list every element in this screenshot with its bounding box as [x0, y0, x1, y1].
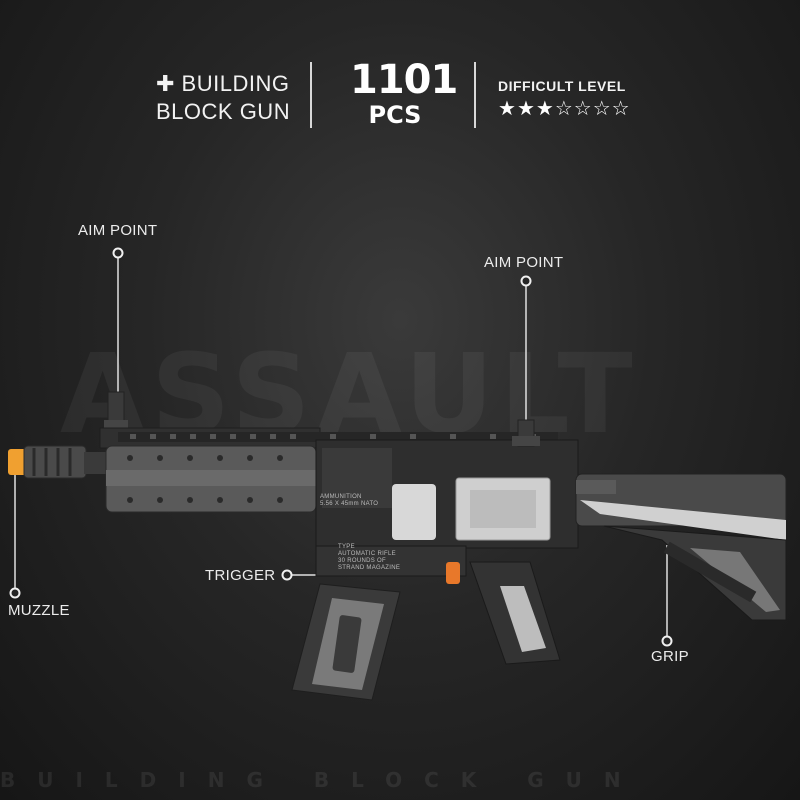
aim-point-rear-label: AIM POINT [484, 254, 564, 271]
ejection-port [392, 484, 436, 540]
difficulty-stars: ★★★☆☆☆☆ [498, 96, 631, 120]
footer-watermark: BUILDING BLOCK GUN [0, 768, 643, 792]
product-title-line-2: BLOCK GUN [156, 99, 291, 124]
ammunition-text: AMMUNITION 5.56 X 45mm NATO [320, 494, 379, 507]
piece-count-unit: PCS [368, 101, 422, 129]
star-filled-icon: ★ [535, 96, 555, 120]
muzzle-tip [8, 449, 26, 475]
star-empty-icon: ☆ [611, 96, 631, 120]
star-filled-icon: ★ [516, 96, 536, 120]
trigger-marker [281, 569, 293, 581]
difficulty-label: DIFFICULT LEVEL [498, 78, 626, 94]
star-filled-icon: ★ [498, 96, 517, 120]
star-empty-icon: ☆ [554, 96, 574, 120]
trigger-label: TRIGGER [205, 567, 276, 584]
type-text: TYPE AUTOMATIC RIFLE 30 ROUNDS OF STRAND… [338, 544, 401, 571]
aim-point-front-label: AIM POINT [78, 222, 158, 239]
aim-point-front-marker [112, 247, 124, 259]
grip-label: GRIP [651, 648, 689, 665]
star-empty-icon: ☆ [592, 96, 612, 120]
product-title-line-1: ✚ BUILDING [156, 71, 290, 96]
product-title: ✚ BUILDING BLOCK GUN [156, 70, 290, 126]
star-empty-icon: ☆ [573, 96, 593, 120]
difficulty-level: DIFFICULT LEVEL ★★★☆☆☆☆ [498, 78, 631, 120]
aim-point-rear-marker [520, 275, 532, 287]
header-divider-right [474, 62, 476, 128]
trigger-accent [446, 562, 460, 584]
muzzle-marker [9, 587, 21, 599]
grip-marker [661, 635, 673, 647]
header-divider-left [310, 62, 312, 128]
muzzle-label: MUZZLE [8, 602, 70, 619]
